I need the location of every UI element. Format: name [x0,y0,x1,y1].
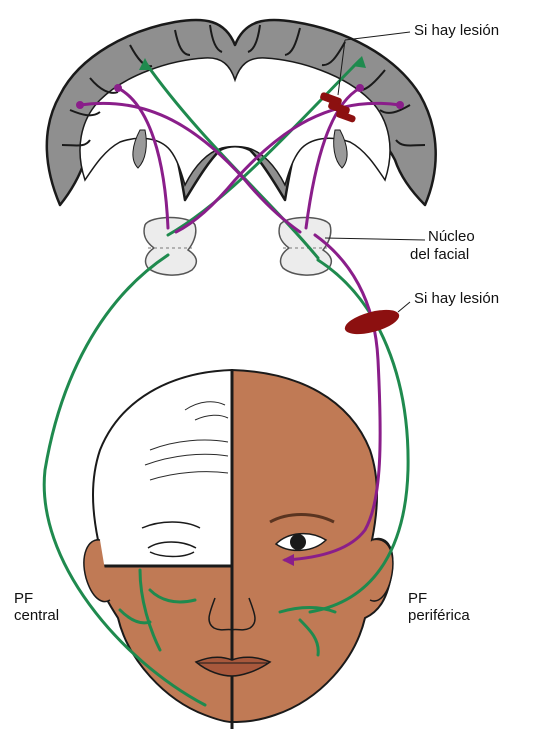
lesion-mid-leader [398,302,410,312]
lesion-marker-peripheral [342,305,401,339]
peripheral-palsy-label-line1: PF [408,590,427,608]
lesion-top-leader-h [345,32,410,40]
nucleus-leader [325,238,425,240]
lesion-mid-label: Si hay lesión [414,290,499,308]
facial-nuclei [144,218,331,276]
central-palsy-label-line1: PF [14,590,33,608]
peripheral-palsy-label-line2: periférica [408,607,470,625]
face-illustration [84,370,393,729]
nucleus-label-line2: del facial [410,246,469,264]
lesion-top-label: Si hay lesión [414,22,499,40]
nucleus-label-line1: Núcleo [428,228,475,246]
central-palsy-label-line2: central [14,607,59,625]
